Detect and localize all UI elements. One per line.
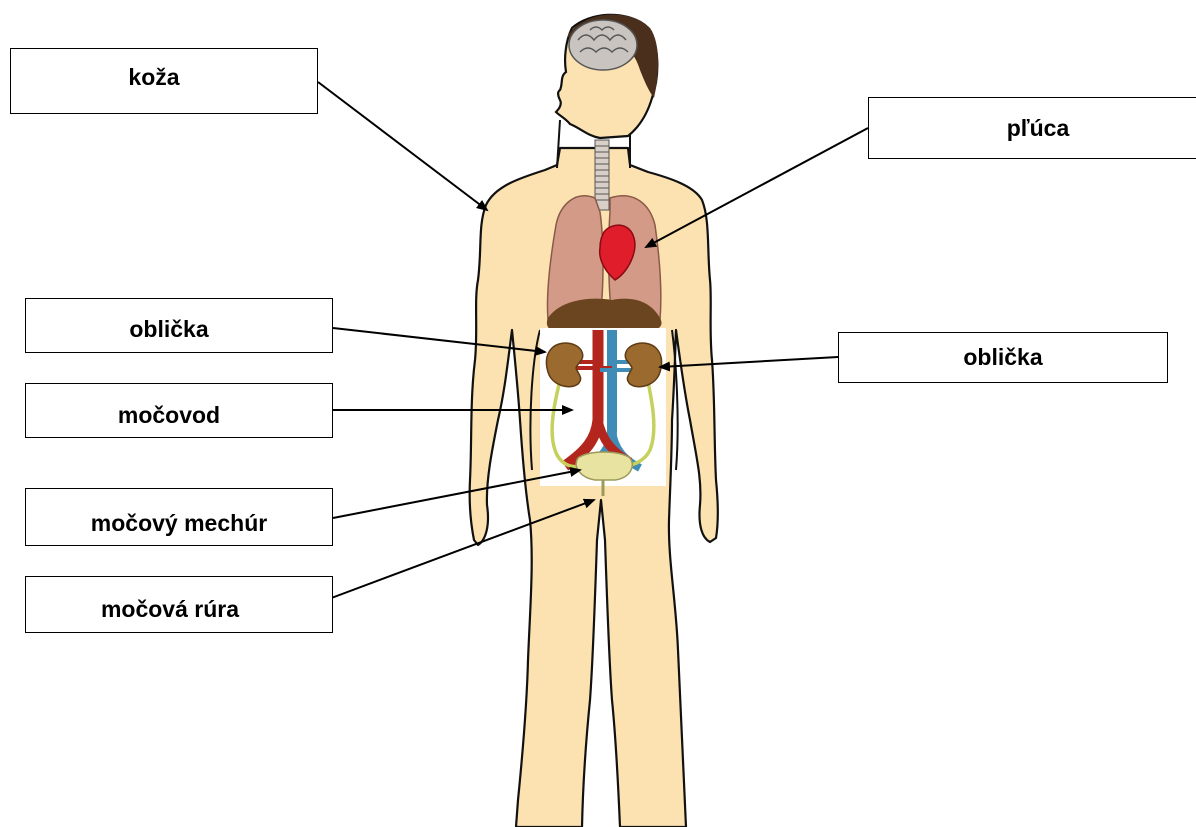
label-skin-text: koža bbox=[128, 64, 179, 91]
left-kidney bbox=[546, 343, 582, 387]
label-kidney-right: oblička bbox=[838, 332, 1168, 383]
label-kidney-right-text: oblička bbox=[963, 344, 1042, 371]
label-ureter: močovod bbox=[25, 383, 333, 438]
label-kidney-left-text: oblička bbox=[129, 316, 208, 343]
urinary-system bbox=[540, 328, 666, 496]
label-kidney-left: oblička bbox=[25, 298, 333, 353]
label-urethra-text: močová rúra bbox=[101, 596, 239, 623]
label-lungs: pľúca bbox=[868, 97, 1196, 159]
label-bladder: močový mechúr bbox=[25, 488, 333, 546]
label-ureter-text: močovod bbox=[118, 402, 220, 429]
brain bbox=[569, 20, 637, 70]
arrow-skin bbox=[318, 82, 487, 210]
label-lungs-text: pľúca bbox=[1007, 115, 1070, 142]
label-skin: koža bbox=[10, 48, 318, 114]
trachea bbox=[595, 140, 609, 210]
bladder bbox=[576, 452, 632, 480]
label-urethra: močová rúra bbox=[25, 576, 333, 633]
label-bladder-text: močový mechúr bbox=[91, 510, 267, 537]
right-kidney bbox=[625, 343, 661, 387]
